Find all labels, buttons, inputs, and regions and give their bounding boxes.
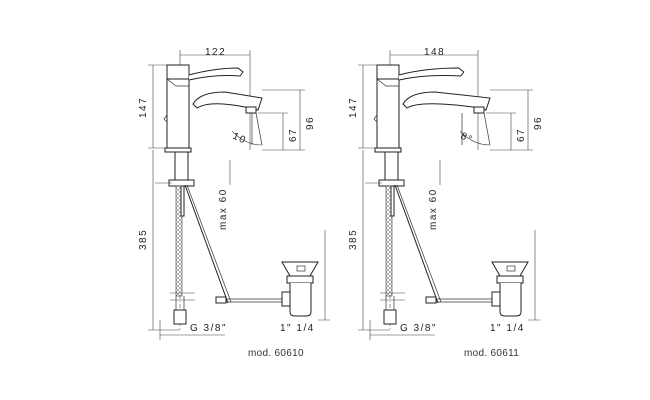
model-label: mod. 60610 (248, 348, 304, 359)
pop-up-knob (373, 114, 378, 123)
lift-rod-edge (396, 184, 442, 303)
hose-ferrule (385, 296, 395, 310)
hose-nut (173, 309, 187, 325)
model-label: mod. 60611 (464, 348, 519, 359)
drain-pivot-nut (281, 291, 291, 307)
faucet-cap (376, 64, 400, 80)
lever-handle (398, 67, 465, 81)
drain-body (289, 283, 312, 317)
cap-bevel (376, 78, 399, 87)
faucet-drawing-60610: 147 385 122 10 67 96 G 3/8" 1" 1/4 mod. 60610 max… (138, 47, 330, 359)
fixing-nut (168, 179, 195, 187)
drain-nut (286, 275, 314, 284)
angle-label: 10 (231, 131, 248, 147)
aerator (473, 106, 485, 114)
base-ring (374, 147, 402, 153)
spout (192, 91, 263, 111)
base-ring (164, 147, 192, 153)
water-stream (251, 112, 263, 146)
lift-rod (394, 184, 439, 304)
drain-pivot-nut (491, 291, 501, 307)
drain-plug (506, 265, 516, 272)
hose-ferrule (175, 296, 185, 310)
spout-height-outer-label: 96 (305, 116, 316, 130)
total-dimension-line (358, 150, 390, 331)
drain-size-label: 1" 1/4 (490, 323, 525, 334)
horizontal-rod (428, 298, 494, 303)
total-dimension-label: 385 (348, 229, 359, 250)
drain-body (499, 283, 522, 317)
water-stream (461, 112, 491, 146)
height-dimension-label: 147 (348, 97, 359, 118)
total-dimension-label: 385 (138, 229, 149, 250)
drain-height-line (528, 230, 540, 321)
sink-line (380, 292, 405, 301)
drain-plug (296, 265, 306, 272)
faucet-cap (166, 64, 190, 80)
drain-size-label: 1" 1/4 (280, 323, 315, 334)
spout-height-inner-label: 67 (516, 128, 527, 142)
sink-line (170, 292, 195, 301)
cap-bevel (166, 78, 189, 87)
angle-label: 8° (459, 131, 475, 146)
lift-rod-edge (186, 184, 232, 303)
spout-height-dimension (258, 89, 305, 151)
lift-rod (184, 184, 229, 304)
flex-hose (175, 185, 183, 297)
max-length-label: max 60 (218, 188, 229, 230)
angle-arc (231, 130, 263, 146)
threaded-shank (174, 151, 189, 183)
spout-height-outer-label: 96 (533, 116, 544, 130)
angle-arc (459, 130, 491, 146)
drain-flange (281, 261, 319, 277)
drain-nut (496, 275, 524, 284)
drain-flange (491, 261, 529, 277)
aerator (245, 106, 257, 114)
flex-hose (385, 185, 393, 297)
drain-height-line (318, 230, 330, 321)
lever-handle (188, 67, 244, 81)
max-length-label: max 60 (428, 188, 439, 230)
width-dimension-label: 122 (205, 47, 226, 58)
height-dimension-label: 147 (138, 97, 149, 118)
total-dimension-line (148, 150, 180, 331)
thread-underline (159, 320, 225, 340)
spout-height-dimension (486, 89, 533, 151)
threaded-shank (384, 151, 399, 183)
rod-clip (215, 296, 227, 304)
hose-thread-label: G 3/8" (190, 323, 227, 334)
hose-thread-label: G 3/8" (400, 323, 437, 334)
rod-clip (425, 296, 437, 304)
pop-up-knob (163, 114, 168, 123)
thread-underline (369, 320, 435, 340)
pop-up-rod (180, 185, 185, 217)
hose-nut (383, 309, 397, 325)
horizontal-rod (218, 298, 284, 303)
width-dimension-label: 148 (424, 47, 445, 58)
pop-up-rod (390, 185, 395, 217)
spout-height-inner-label: 67 (288, 128, 299, 142)
faucet-drawing-60611: 147 385 148 8° 67 96 G 3/8" 1" 1/4 mod. 60611 max… (348, 47, 544, 359)
fixing-nut (378, 179, 405, 187)
